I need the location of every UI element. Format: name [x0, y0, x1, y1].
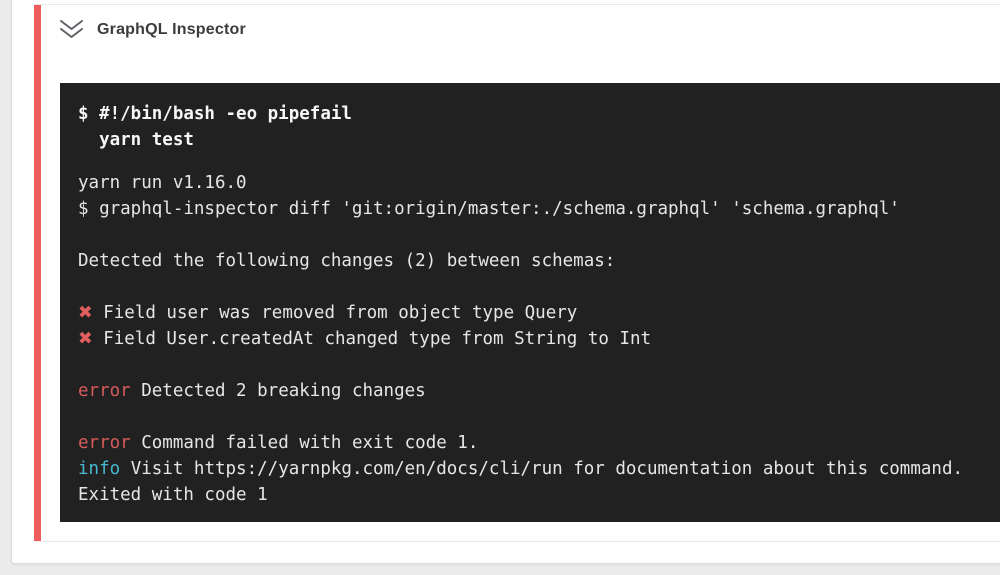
terminal-line: ✖ Field User.createdAt changed type from… — [78, 329, 652, 349]
terminal-line — [78, 222, 1000, 248]
job-output-card: GraphQL Inspector $ #!/bin/bash -eo pipe… — [11, 0, 1000, 564]
chevron-double-down-icon — [58, 18, 85, 42]
terminal-line: error Command failed with exit code 1. — [78, 433, 479, 453]
step-header[interactable]: GraphQL Inspector — [58, 18, 246, 42]
step-title: GraphQL Inspector — [97, 21, 246, 38]
terminal-line — [78, 274, 1000, 300]
terminal-line: $ graphql-inspector diff 'git:origin/mas… — [78, 199, 900, 219]
terminal-line: Detected the following changes (2) betwe… — [78, 251, 616, 271]
terminal-body: yarn run v1.16.0 $ graphql-inspector diff… — [78, 170, 1000, 508]
terminal-line — [78, 352, 1000, 378]
terminal-line: yarn run v1.16.0 — [78, 173, 247, 193]
terminal-command-block: $ #!/bin/bash -eo pipefail yarn test — [78, 104, 352, 150]
terminal-line: error Detected 2 breaking changes — [78, 381, 426, 401]
terminal-line — [78, 404, 1000, 430]
terminal-line: info Visit https://yarnpkg.com/en/docs/c… — [78, 459, 964, 479]
terminal-line: Exited with code 1 — [78, 485, 268, 505]
failure-indicator-bar — [34, 5, 41, 541]
terminal-output: $ #!/bin/bash -eo pipefail yarn test yar… — [60, 83, 1000, 522]
build-step-section: GraphQL Inspector $ #!/bin/bash -eo pipe… — [34, 4, 1000, 542]
terminal-line: ✖ Field user was removed from object typ… — [78, 303, 578, 323]
